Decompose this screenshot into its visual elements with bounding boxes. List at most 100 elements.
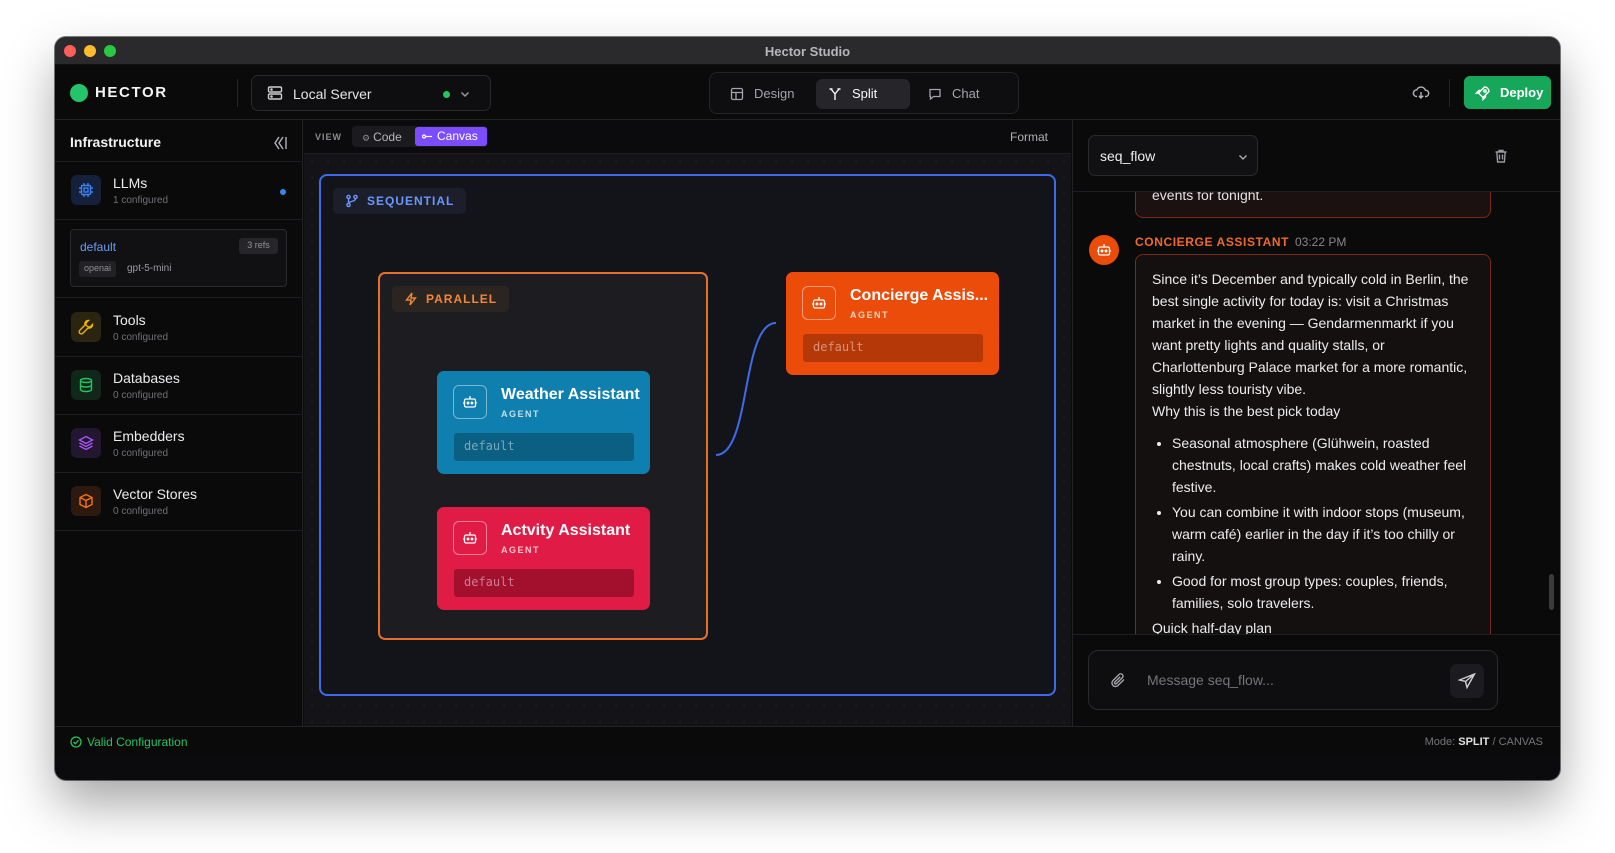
sidebar-item-label: Embedders <box>113 428 185 444</box>
format-button[interactable]: Format <box>1009 130 1048 144</box>
provider-badge: openai <box>79 261 117 277</box>
top-bar: HECTOR Local Server Design Split Chat <box>55 65 1560 120</box>
avatar <box>1089 235 1119 265</box>
trash-icon[interactable] <box>1493 148 1509 164</box>
server-label: Local Server <box>293 86 372 102</box>
wrench-icon <box>71 312 101 342</box>
sidebar-item-databases[interactable]: Databases 0 configured <box>55 357 303 415</box>
lightning-icon <box>405 292 417 306</box>
sidebar-item-label: LLMs <box>113 175 148 191</box>
scrollbar[interactable] <box>1549 574 1554 610</box>
agent-name: Weather Assistant <box>501 386 640 403</box>
split-icon <box>829 88 841 100</box>
minimize-window-button[interactable] <box>84 45 96 57</box>
server-selector[interactable]: Local Server <box>251 75 491 111</box>
database-icon <box>71 370 101 400</box>
rocket-icon <box>1475 86 1490 101</box>
view-code-button[interactable]: ⚙Code <box>362 130 402 144</box>
list-item: You can combine it with indoor stops (mu… <box>1172 501 1474 567</box>
status-dot <box>280 189 286 195</box>
mode-design-label: Design <box>754 86 795 101</box>
sidebar-item-count: 0 configured <box>113 390 169 401</box>
paperclip-icon[interactable] <box>1109 671 1127 689</box>
parallel-group[interactable]: PARALLEL Weather Assistant AGENT default <box>378 272 708 640</box>
list-item: Seasonal atmosphere (Glühwein, roasted c… <box>1172 432 1474 498</box>
sequential-group[interactable]: SEQUENTIAL PARALLEL Weather Assistant <box>319 174 1056 696</box>
agent-model: default <box>454 433 634 461</box>
divider <box>1073 634 1560 635</box>
previous-message-text: events for tonight. <box>1152 192 1264 203</box>
mode-split-button[interactable]: Split <box>816 79 910 109</box>
mode-chat-button[interactable]: Chat <box>916 79 1006 109</box>
mode-switch: Design Split Chat <box>709 72 1019 114</box>
message-input[interactable] <box>1147 668 1437 692</box>
flow-connector <box>715 322 777 456</box>
flow-name: seq_flow <box>1100 148 1156 164</box>
robot-icon <box>802 286 836 320</box>
robot-icon <box>1097 244 1111 256</box>
code-icon: ⚙ <box>362 133 371 143</box>
canvas-icon <box>422 134 432 139</box>
deploy-button[interactable]: Deploy <box>1464 76 1551 109</box>
llm-card-default[interactable]: default 3 refs openai gpt-5-mini <box>70 229 287 287</box>
agent-node-activity[interactable]: Actvity Assistant AGENT default <box>437 507 650 610</box>
sidebar-item-count: 1 configured <box>113 195 169 206</box>
layers-icon <box>71 428 101 458</box>
cloud-sync-icon[interactable] <box>1412 83 1430 101</box>
view-canvas-button[interactable]: Canvas <box>415 127 487 146</box>
sidebar-header: Infrastructure <box>55 120 303 162</box>
send-button[interactable] <box>1450 664 1484 698</box>
close-window-button[interactable] <box>64 45 76 57</box>
mode-split-label: Split <box>852 86 878 101</box>
view-code-label: Code <box>373 130 402 144</box>
mode-secondary: / CANVAS <box>1492 736 1543 748</box>
app-logo: HECTOR <box>95 84 168 101</box>
previous-message-bubble: events for tonight. <box>1135 192 1491 218</box>
sidebar-item-embedders[interactable]: Embedders 0 configured <box>55 415 303 473</box>
flow-selector[interactable]: seq_flow <box>1088 135 1258 176</box>
agent-type: AGENT <box>850 310 889 320</box>
deploy-label: Deploy <box>1500 85 1544 100</box>
parallel-label: PARALLEL <box>426 292 498 306</box>
logo-icon <box>70 84 88 102</box>
canvas-panel: VIEW ⚙Code Canvas Format SEQUENTIAL <box>304 120 1071 726</box>
sidebar-item-tools[interactable]: Tools 0 configured <box>55 299 303 357</box>
sidebar-item-llms[interactable]: LLMs 1 configured <box>55 162 303 220</box>
view-canvas-label: Canvas <box>437 129 478 143</box>
chat-messages[interactable]: events for tonight. CONCIERGE ASSISTANT … <box>1073 192 1560 634</box>
sequential-tag: SEQUENTIAL <box>333 188 467 214</box>
message-list: Seasonal atmosphere (Glühwein, roasted c… <box>1172 432 1474 614</box>
llm-list: default 3 refs openai gpt-5-mini <box>55 220 303 298</box>
message-subheading: Why this is the best pick today <box>1152 403 1341 419</box>
cpu-icon <box>71 175 101 205</box>
flow-canvas[interactable]: SEQUENTIAL PARALLEL Weather Assistant <box>304 154 1071 726</box>
maximize-window-button[interactable] <box>104 45 116 57</box>
llm-model: gpt-5-mini <box>127 263 172 274</box>
mode-chat-label: Chat <box>952 86 980 101</box>
chat-icon <box>929 88 941 101</box>
agent-node-weather[interactable]: Weather Assistant AGENT default <box>437 371 650 474</box>
sidebar-item-count: 0 configured <box>113 332 169 343</box>
branch-icon <box>346 194 358 208</box>
collapse-sidebar-icon[interactable] <box>272 135 288 151</box>
agent-name: Concierge Assis... <box>850 287 989 304</box>
agent-model: default <box>454 569 634 597</box>
server-status-dot <box>443 91 450 98</box>
sidebar-item-vector-stores[interactable]: Vector Stores 0 configured <box>55 473 303 531</box>
sidebar-item-label: Vector Stores <box>113 486 198 502</box>
sidebar-item-count: 0 configured <box>113 448 169 459</box>
view-label: VIEW <box>315 132 343 142</box>
send-icon <box>1458 673 1476 689</box>
agent-type: AGENT <box>501 409 540 419</box>
mode-design-button[interactable]: Design <box>718 79 810 109</box>
check-circle-icon <box>70 736 82 748</box>
mode-primary: SPLIT <box>1458 736 1490 748</box>
robot-icon <box>453 521 487 555</box>
chevron-down-icon <box>460 91 470 98</box>
agent-name: Actvity Assistant <box>501 522 631 539</box>
agent-model: default <box>803 334 983 362</box>
divider <box>1073 191 1560 192</box>
chevron-down-icon <box>1238 154 1248 161</box>
mode-prefix: Mode: <box>1424 736 1456 748</box>
agent-node-concierge[interactable]: Concierge Assis... AGENT default <box>786 272 999 375</box>
